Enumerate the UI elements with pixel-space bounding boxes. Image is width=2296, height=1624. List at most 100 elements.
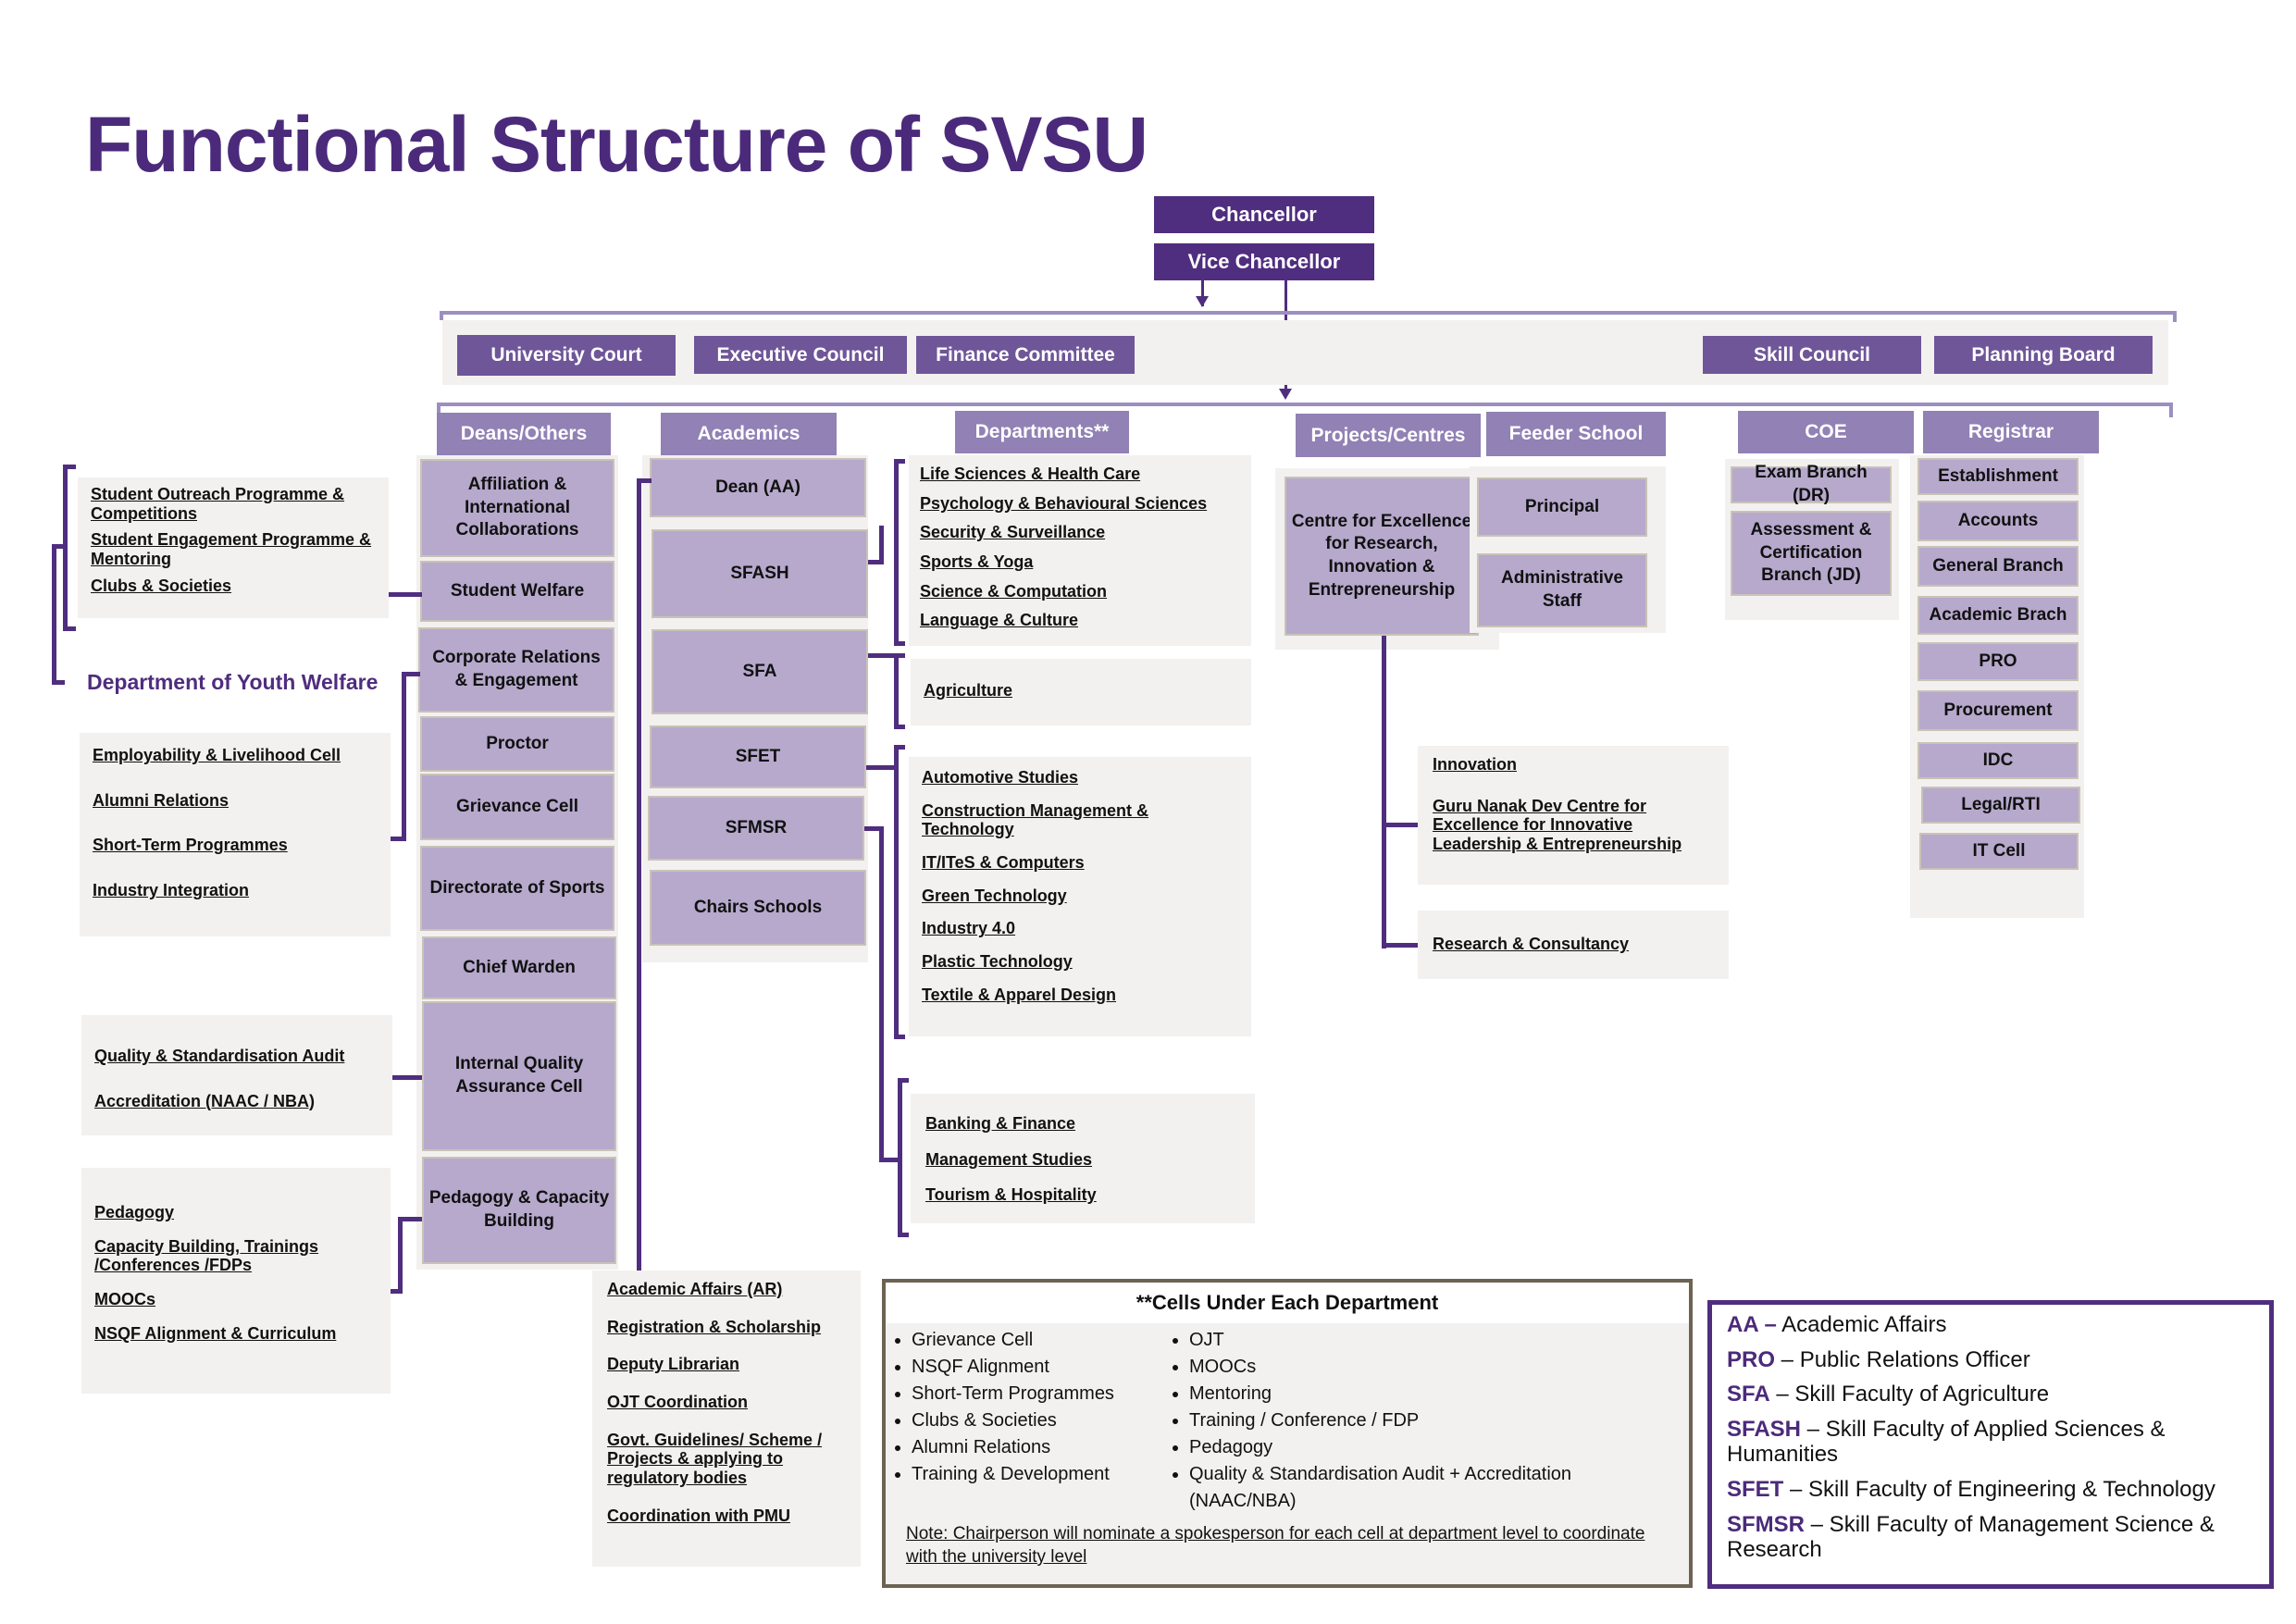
- list-item[interactable]: Green Technology: [922, 886, 1067, 905]
- dean-affiliation[interactable]: Affiliation & International Collaboratio…: [420, 459, 614, 557]
- list-item[interactable]: Short-Term Programmes: [93, 836, 288, 855]
- student-welfare-list: Student Outreach Programme & Competition…: [78, 477, 389, 618]
- list-item[interactable]: Capacity Building, Trainings /Conference…: [94, 1236, 319, 1275]
- list-item[interactable]: NSQF Alignment & Curriculum: [94, 1323, 337, 1343]
- list-item[interactable]: Coordination with PMU: [607, 1506, 790, 1525]
- academic-sfa[interactable]: SFA: [652, 629, 868, 714]
- list-item[interactable]: IT/ITeS & Computers: [922, 853, 1085, 873]
- connector: [402, 1217, 422, 1221]
- centre-for-excellence[interactable]: Centre for Excellence for Research, Inno…: [1285, 477, 1479, 636]
- dean-grievance-cell[interactable]: Grievance Cell: [420, 774, 614, 840]
- list-item[interactable]: OJT Coordination: [607, 1393, 748, 1412]
- feeder-administrative-staff[interactable]: Administrative Staff: [1477, 553, 1647, 627]
- research-list: Research & Consultancy: [1418, 911, 1729, 979]
- list-item[interactable]: Academic Affairs (AR): [607, 1280, 783, 1298]
- list-item[interactable]: Language & Culture: [920, 611, 1079, 630]
- connector: [403, 672, 420, 676]
- vice-chancellor-box[interactable]: Vice Chancellor: [1154, 243, 1374, 280]
- legend-item: SFASH – Skill Faculty of Applied Science…: [1727, 1416, 2166, 1468]
- list-item[interactable]: Registration & Scholarship: [607, 1317, 822, 1336]
- list-item[interactable]: Alumni Relations: [93, 790, 230, 810]
- academic-sfet[interactable]: SFET: [650, 725, 866, 788]
- list-item[interactable]: Plastic Technology: [922, 952, 1073, 972]
- dean-proctor[interactable]: Proctor: [420, 716, 614, 772]
- dean-student-welfare[interactable]: Student Welfare: [420, 561, 614, 622]
- registrar-idc[interactable]: IDC: [1917, 742, 2079, 779]
- list-item[interactable]: Science & Computation: [920, 581, 1108, 601]
- registrar-establishment[interactable]: Establishment: [1917, 458, 2079, 495]
- list-item[interactable]: Student Engagement Programme & Mentoring: [91, 530, 372, 569]
- list-item[interactable]: Sports & Yoga: [920, 552, 1034, 572]
- header-registrar[interactable]: Registrar: [1923, 411, 2099, 453]
- list-item[interactable]: Clubs & Societies: [91, 576, 232, 595]
- sfash-departments: Life Sciences & Health Care Psychology &…: [909, 455, 1251, 646]
- academic-sfash[interactable]: SFASH: [652, 529, 868, 618]
- cells-under-department: **Cells Under Each Department Grievance …: [882, 1279, 1693, 1588]
- feeder-principal[interactable]: Principal: [1477, 477, 1647, 537]
- list-item[interactable]: Life Sciences & Health Care: [920, 465, 1141, 483]
- header-deans-others[interactable]: Deans/Others: [437, 413, 611, 455]
- list-item[interactable]: Automotive Studies: [922, 768, 1079, 787]
- header-feeder-school[interactable]: Feeder School: [1486, 412, 1666, 456]
- registrar-it-cell[interactable]: IT Cell: [1919, 833, 2079, 870]
- list-item[interactable]: Employability & Livelihood Cell: [93, 746, 341, 764]
- registrar-procurement[interactable]: Procurement: [1917, 690, 2079, 731]
- header-academics[interactable]: Academics: [661, 413, 837, 455]
- list-item[interactable]: MOOCs: [94, 1290, 156, 1309]
- page-title: Functional Structure of SVSU: [85, 101, 1148, 188]
- bracket: [894, 653, 905, 729]
- dean-chief-warden[interactable]: Chief Warden: [422, 936, 616, 999]
- list-item[interactable]: Pedagogy: [94, 1203, 175, 1221]
- academic-chairs-schools[interactable]: Chairs Schools: [650, 870, 866, 946]
- pedagogy-list: Pedagogy Capacity Building, Trainings /C…: [81, 1168, 391, 1394]
- list-item[interactable]: Quality & Standardisation Audit: [94, 1047, 345, 1065]
- registrar-academic-branch[interactable]: Academic Brach: [1917, 596, 2079, 635]
- university-court-box[interactable]: University Court: [457, 335, 676, 376]
- bracket: [63, 465, 76, 631]
- list-item[interactable]: Research & Consultancy: [1433, 935, 1630, 953]
- list-item[interactable]: Govt. Guidelines/ Scheme / Projects & ap…: [607, 1430, 823, 1488]
- list-item[interactable]: Guru Nanak Dev Centre for Excellence for…: [1433, 796, 1682, 854]
- list-item[interactable]: Construction Management & Technology: [922, 800, 1149, 839]
- list-item[interactable]: Deputy Librarian: [607, 1355, 740, 1374]
- registrar-general-branch[interactable]: General Branch: [1917, 546, 2079, 587]
- list-item[interactable]: Management Studies: [925, 1149, 1093, 1169]
- list-item[interactable]: Innovation: [1433, 755, 1517, 774]
- registrar-pro[interactable]: PRO: [1917, 642, 2079, 681]
- skill-council-box[interactable]: Skill Council: [1703, 336, 1921, 374]
- list-item[interactable]: Accreditation (NAAC / NBA): [94, 1091, 316, 1110]
- academic-sfmsr[interactable]: SFMSR: [648, 796, 864, 861]
- connector: [637, 478, 641, 1274]
- finance-committee-box[interactable]: Finance Committee: [916, 336, 1135, 374]
- coe-exam-branch[interactable]: Exam Branch (DR): [1731, 463, 1892, 505]
- dean-directorate-sports[interactable]: Directorate of Sports: [420, 846, 614, 931]
- list-item[interactable]: Industry 4.0: [922, 919, 1016, 938]
- list-item[interactable]: Security & Surveillance: [920, 523, 1106, 542]
- list-item[interactable]: Student Outreach Programme & Competition…: [91, 485, 345, 523]
- list-item[interactable]: Psychology & Behavioural Sciences: [920, 493, 1208, 513]
- cell-item: NSQF Alignment: [912, 1354, 1163, 1381]
- academic-dean-aa[interactable]: Dean (AA): [650, 458, 866, 517]
- legend-item: AA – Academic Affairs: [1727, 1312, 1947, 1337]
- dean-iqac[interactable]: Internal Quality Assurance Cell: [422, 1001, 616, 1151]
- executive-council-box[interactable]: Executive Council: [694, 336, 907, 374]
- youth-welfare-label: Department of Youth Welfare: [87, 670, 379, 694]
- header-coe[interactable]: COE: [1738, 411, 1914, 453]
- connector: [1201, 280, 1204, 306]
- header-departments[interactable]: Departments**: [955, 411, 1129, 453]
- chancellor-box[interactable]: Chancellor: [1154, 196, 1374, 233]
- sfmsr-departments: Banking & Finance Management Studies Tou…: [911, 1094, 1255, 1223]
- dean-corporate-relations[interactable]: Corporate Relations & Engagement: [418, 627, 614, 713]
- registrar-accounts[interactable]: Accounts: [1917, 501, 2079, 541]
- list-item[interactable]: Agriculture: [924, 681, 1013, 700]
- coe-assessment-branch[interactable]: Assessment & Certification Branch (JD): [1731, 511, 1892, 596]
- connector: [402, 672, 406, 840]
- list-item[interactable]: Industry Integration: [93, 881, 250, 900]
- list-item[interactable]: Banking & Finance: [925, 1114, 1076, 1133]
- list-item[interactable]: Textile & Apparel Design: [922, 985, 1117, 1004]
- planning-board-box[interactable]: Planning Board: [1934, 336, 2153, 374]
- header-projects-centres[interactable]: Projects/Centres: [1296, 414, 1481, 457]
- list-item[interactable]: Tourism & Hospitality: [925, 1185, 1097, 1205]
- dean-pedagogy[interactable]: Pedagogy & Capacity Building: [422, 1157, 616, 1264]
- registrar-legal-rti[interactable]: Legal/RTI: [1921, 787, 2080, 824]
